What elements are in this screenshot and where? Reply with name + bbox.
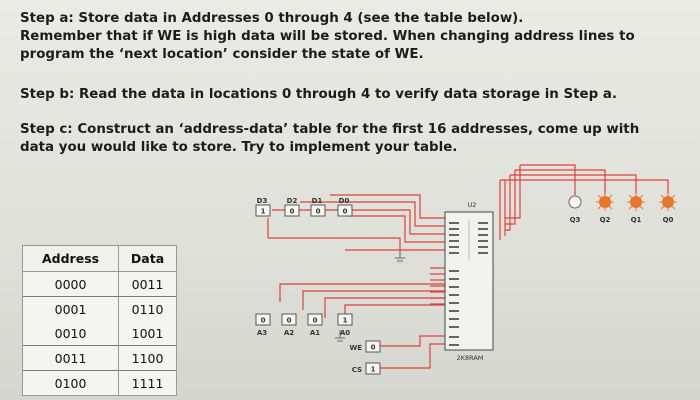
- data-cell: 0011: [118, 271, 177, 297]
- q3-label: Q3: [570, 216, 581, 224]
- d1-label: D1: [312, 197, 323, 205]
- table-row: 0100 1111: [21, 370, 177, 396]
- table-row: 0011 1100: [21, 345, 177, 371]
- step-b-line-1: Step b: Read the data in locations 0 thr…: [20, 87, 617, 102]
- output-probes: Q3 Q2 Q1 Q0: [568, 193, 677, 224]
- a0-switch[interactable]: 1: [337, 313, 353, 326]
- a3-label: A3: [257, 329, 267, 337]
- step-c-line-2: data you would like to store. Try to imp…: [20, 140, 458, 155]
- d0-switch[interactable]: 0: [337, 204, 353, 217]
- data-column-header: Data: [118, 245, 177, 272]
- we-value: 0: [371, 344, 376, 352]
- address-cell: 0011: [21, 345, 120, 371]
- a0-label: A0: [340, 329, 350, 337]
- d3-value: 1: [261, 208, 266, 216]
- d1-value: 0: [316, 208, 321, 216]
- step-a-line-2: Remember that if WE is high data will be…: [20, 29, 635, 44]
- ram-chip: U2 2K8RAM: [444, 201, 494, 362]
- step-a-line-1: Step a: Store data in Addresses 0 throug…: [20, 11, 524, 26]
- step-a-instructions: Step a: Store data in Addresses 0 throug…: [20, 10, 635, 64]
- address-column-header: Address: [21, 245, 120, 272]
- a2-value: 0: [287, 317, 292, 325]
- chip-name-label: U2: [468, 201, 477, 209]
- table-row: 0010 1001: [21, 321, 177, 346]
- control-switches: WE 0 CS 1: [349, 340, 381, 375]
- d0-label: D0: [339, 197, 350, 205]
- step-c-instructions: Step c: Construct an ‘address-data’ tabl…: [20, 121, 639, 157]
- cs-label: CS: [352, 366, 362, 374]
- q3-probe-off: [568, 195, 582, 209]
- a2-label: A2: [284, 329, 294, 337]
- a1-switch[interactable]: 0: [307, 313, 323, 326]
- address-cell: 0100: [21, 370, 120, 396]
- step-b-instructions: Step b: Read the data in locations 0 thr…: [20, 86, 617, 104]
- q0-probe-on: [659, 193, 677, 211]
- step-a-line-3: program the ‘next location’ consider the…: [20, 47, 424, 62]
- output-wires: [267, 164, 669, 369]
- address-input-switches: 0 0 0 1 A3 A2 A1 A0: [255, 313, 353, 337]
- address-cell: 0000: [21, 271, 120, 297]
- data-cell: 0110: [118, 296, 177, 321]
- d2-value: 0: [290, 208, 295, 216]
- d0-value: 0: [343, 208, 348, 216]
- q0-label: Q0: [663, 216, 674, 224]
- a1-label: A1: [310, 329, 320, 337]
- d3-label: D3: [257, 197, 268, 205]
- chip-type-label: 2K8RAM: [457, 354, 484, 362]
- a3-value: 0: [261, 317, 266, 325]
- d3-switch[interactable]: 1: [255, 204, 271, 217]
- we-label: WE: [349, 344, 362, 352]
- data-cell: 1001: [118, 321, 177, 346]
- a1-value: 0: [313, 317, 318, 325]
- cs-switch[interactable]: 1: [365, 362, 381, 375]
- a2-switch[interactable]: 0: [281, 313, 297, 326]
- q1-label: Q1: [631, 216, 642, 224]
- q2-probe-on: [596, 193, 614, 211]
- address-cell: 0001: [21, 296, 120, 321]
- q1-probe-on: [627, 193, 645, 211]
- data-cell: 1100: [118, 345, 177, 371]
- a0-value: 1: [343, 317, 348, 325]
- d2-switch[interactable]: 0: [284, 204, 300, 217]
- q2-label: Q2: [600, 216, 611, 224]
- a3-switch[interactable]: 0: [255, 313, 271, 326]
- cs-value: 1: [371, 366, 376, 374]
- d1-switch[interactable]: 0: [310, 204, 326, 217]
- we-switch[interactable]: 0: [365, 340, 381, 353]
- data-input-switches: D3 D2 D1 D0 1 0 0 0: [255, 197, 353, 217]
- step-c-line-1: Step c: Construct an ‘address-data’ tabl…: [20, 122, 640, 137]
- table-row: 0001 0110: [21, 296, 177, 321]
- table-row: 0000 0011: [21, 271, 177, 297]
- data-cell: 1111: [118, 370, 177, 396]
- address-cell: 0010: [21, 321, 120, 346]
- d2-label: D2: [287, 197, 298, 205]
- ground-symbols: [335, 250, 405, 342]
- address-data-table: Address Data 0000 0011 0001 0110 0010 10…: [21, 245, 177, 396]
